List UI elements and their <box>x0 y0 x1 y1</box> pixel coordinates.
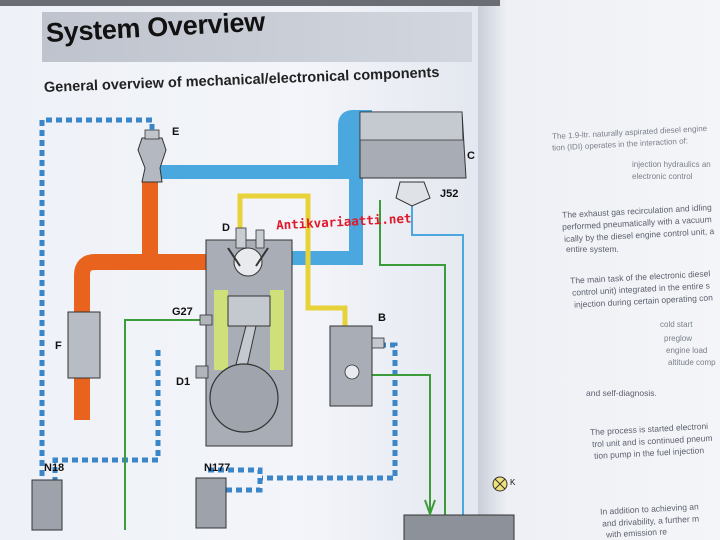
egr-valve-cap <box>144 129 160 140</box>
sensor-G27 <box>199 314 213 326</box>
air-filter-lid <box>359 111 464 141</box>
label-D1: D1 <box>176 376 191 388</box>
right-bullet-1: injection hydraulics an <box>632 160 711 169</box>
vacuum-line-egr <box>39 117 155 520</box>
label-F: F <box>55 340 62 352</box>
wire-J52 <box>379 200 446 515</box>
swirl-chamber <box>233 247 263 277</box>
page-top-shadow <box>0 0 500 6</box>
right-bullet-2: electronic control <box>632 172 693 181</box>
label-D: D <box>222 222 230 234</box>
crankshaft <box>209 363 279 433</box>
pump-connector <box>371 337 385 349</box>
cylinder-wall-right <box>270 290 284 370</box>
intake-valve <box>255 247 269 267</box>
right-b3-3: engine load <box>666 346 708 355</box>
label-K: K <box>510 478 516 487</box>
cylinder-wall-left <box>214 290 228 370</box>
vacuum-line-pump <box>262 342 398 481</box>
right-b3-1: cold start <box>660 320 693 329</box>
lamp-cross <box>494 478 506 490</box>
label-J52: J52 <box>440 188 459 200</box>
valve-N18 <box>31 479 63 531</box>
valve-N177 <box>195 477 227 529</box>
right-b3-4: altitude comp <box>668 358 716 367</box>
control-unit <box>403 514 515 540</box>
label-B: B <box>378 312 386 324</box>
pump-sensor <box>344 364 360 380</box>
label-C: C <box>467 150 475 162</box>
wire-G27 <box>124 319 210 530</box>
piston <box>227 295 271 327</box>
egr-valve-E <box>137 137 167 183</box>
sender-D1 <box>195 365 209 379</box>
exhaust-pipe-vertical <box>74 180 158 420</box>
glow-plug <box>255 229 265 249</box>
relay-J52 <box>395 181 431 207</box>
vacuum-line-N177 <box>205 467 263 493</box>
exhaust-valve <box>227 247 241 267</box>
right-b3-2: preglow <box>664 334 693 343</box>
silencer-F <box>67 311 101 379</box>
right-p4: and self-diagnosis. <box>586 388 657 398</box>
intake-pipe-upper <box>158 110 372 179</box>
arrow-down <box>424 499 436 517</box>
label-N18: N18 <box>44 462 65 474</box>
fuel-line <box>237 193 348 326</box>
label-G27: G27 <box>172 306 193 318</box>
label-E: E <box>172 126 180 138</box>
right-page <box>478 0 720 540</box>
label-N177: N177 <box>204 462 231 474</box>
wire-blue <box>411 195 464 515</box>
title-banner <box>42 12 472 62</box>
injector-D <box>235 227 247 249</box>
wire-B <box>360 374 431 515</box>
right-p2-line4: entire system. <box>566 244 619 254</box>
